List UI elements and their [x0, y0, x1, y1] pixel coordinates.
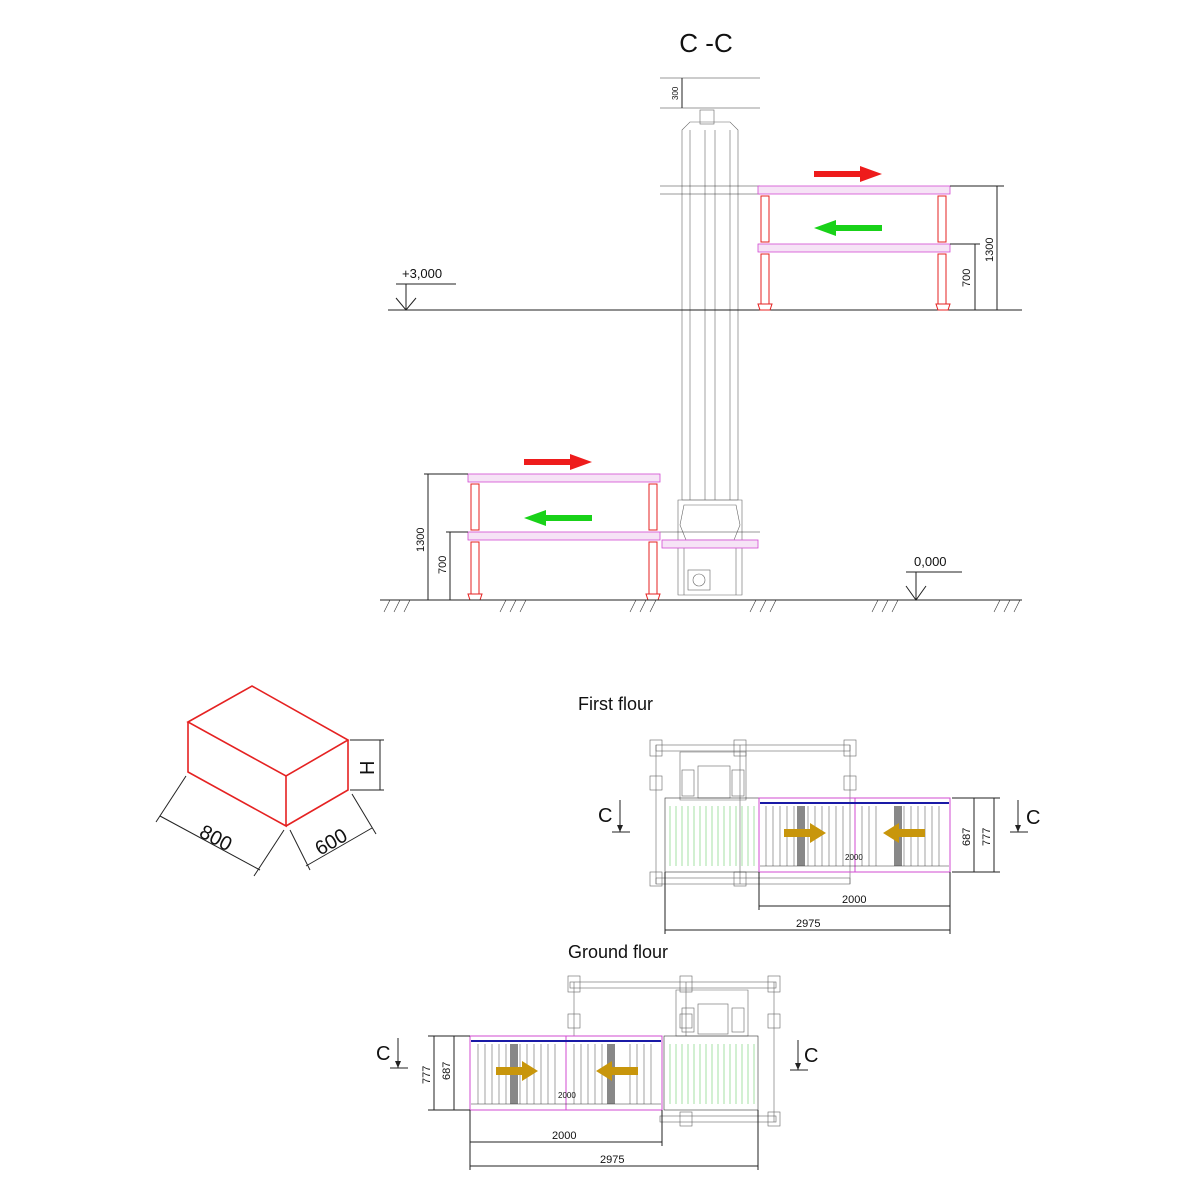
upper-dim-700: 700: [961, 269, 973, 287]
box-length-label: 800: [196, 821, 236, 856]
section-title: C -C: [679, 28, 732, 58]
ground-floor-dim-687: 687: [441, 1062, 453, 1080]
dim-300: 300: [671, 86, 680, 100]
section-view: C -C 300 +3: [380, 28, 1022, 613]
upper-conveyor-dims: [950, 185, 1004, 311]
first-floor-dim-777: 777: [981, 828, 993, 846]
ground-floor-title: Ground flour: [568, 942, 668, 962]
ground-floor-dim-2000: 2000: [552, 1130, 576, 1142]
first-floor-left-arrow: [883, 823, 925, 843]
lower-return-arrow: [524, 510, 592, 526]
first-floor-dim-2000: 2000: [842, 894, 866, 906]
first-floor-c-left: C: [598, 805, 612, 827]
first-floor-dim-2975: 2975: [796, 918, 820, 930]
upper-return-arrow: [814, 220, 882, 236]
first-floor-c-right: C: [1026, 807, 1040, 829]
first-floor-dim-inner: 2000: [845, 853, 863, 862]
ground-floor-plan: [390, 975, 808, 1170]
lower-conveyor-dims: [424, 473, 468, 600]
lower-dim-700: 700: [437, 556, 449, 574]
ground-level-marker: 0,000: [905, 554, 962, 601]
ground-floor-dim-inner: 2000: [558, 1091, 576, 1100]
upper-level-label: +3,000: [402, 266, 442, 281]
upper-conveyor: [757, 185, 951, 311]
lower-dim-1300: 1300: [415, 528, 427, 552]
upper-dim-1300: 1300: [984, 238, 996, 262]
first-floor-dim-687: 687: [961, 828, 973, 846]
upper-forward-arrow: [814, 166, 882, 182]
ground-floor-right-arrow: [496, 1061, 538, 1081]
load-box: [155, 685, 384, 877]
ground-floor-c-right: C: [804, 1045, 818, 1067]
lift-column: [660, 109, 760, 596]
upper-level-marker: +3,000: [395, 266, 456, 311]
first-floor-right-arrow: [784, 823, 826, 843]
ground-hatch: [383, 599, 1021, 613]
ground-level-label: 0,000: [914, 554, 947, 569]
lower-forward-arrow: [524, 454, 592, 470]
box-width-label: 600: [312, 825, 352, 861]
box-height-label: H: [357, 761, 379, 775]
ground-floor-dim-2975: 2975: [600, 1154, 624, 1166]
first-floor-title: First flour: [578, 694, 653, 714]
ground-floor-dim-777: 777: [421, 1066, 433, 1084]
ground-floor-left-arrow: [596, 1061, 638, 1081]
lower-conveyor: [467, 473, 759, 601]
ground-floor-c-left: C: [376, 1043, 390, 1065]
